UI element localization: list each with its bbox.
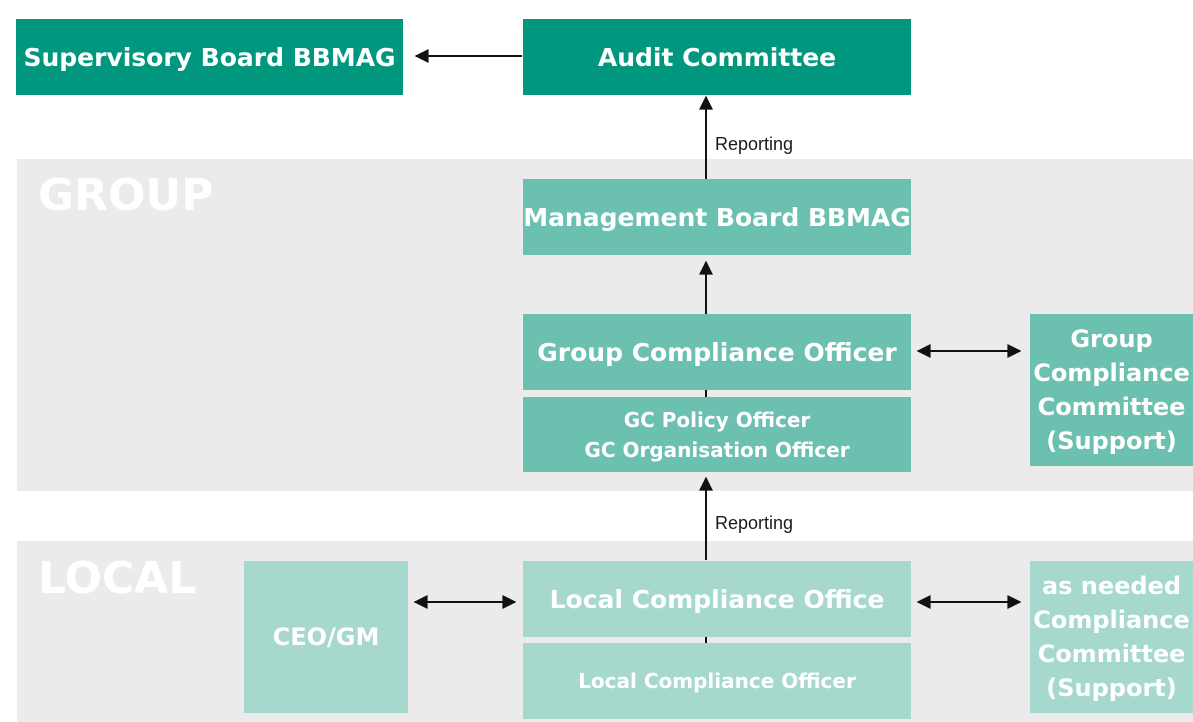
local-compliance-committee-line-4: (Support) xyxy=(1046,674,1177,702)
group-compliance-committee-line-1: Group xyxy=(1070,325,1153,353)
group-compliance-committee-box: Group Compliance Committee (Support) xyxy=(1030,314,1193,466)
local-compliance-officer-box: Local Compliance Officer xyxy=(523,643,911,719)
local-band-label: LOCAL xyxy=(38,553,197,604)
reporting-label-bottom: Reporting xyxy=(715,513,794,533)
ceo-gm-box: CEO/GM xyxy=(244,561,408,713)
audit-committee-box: Audit Committee xyxy=(523,19,911,95)
local-compliance-committee-box: as needed Compliance Committee (Support) xyxy=(1030,561,1193,713)
local-compliance-office-box: Local Compliance Office xyxy=(523,561,911,637)
group-compliance-officer-label: Group Compliance Officer xyxy=(537,337,897,367)
group-compliance-committee-line-2: Compliance xyxy=(1033,359,1190,387)
audit-committee-label: Audit Committee xyxy=(597,42,837,72)
group-compliance-officer-box: Group Compliance Officer xyxy=(523,314,911,390)
supervisory-board-box: Supervisory Board BBMAG xyxy=(16,19,403,95)
management-board-label: Management Board BBMAG xyxy=(523,202,911,232)
local-compliance-committee-line-1: as needed xyxy=(1041,572,1182,600)
management-board-box: Management Board BBMAG xyxy=(523,179,911,255)
gc-officers-box: GC Policy Officer GC Organisation Office… xyxy=(523,397,911,472)
gc-organisation-officer-label: GC Organisation Officer xyxy=(584,437,850,462)
supervisory-board-label: Supervisory Board BBMAG xyxy=(23,42,396,72)
group-band-label: GROUP xyxy=(38,170,214,221)
local-compliance-committee-line-3: Committee xyxy=(1037,640,1186,668)
local-compliance-officer-label: Local Compliance Officer xyxy=(578,669,856,693)
group-compliance-committee-line-3: Committee xyxy=(1037,393,1186,421)
gc-policy-officer-label: GC Policy Officer xyxy=(623,407,811,432)
local-compliance-committee-line-2: Compliance xyxy=(1033,606,1190,634)
local-compliance-office-label: Local Compliance Office xyxy=(549,584,885,614)
reporting-label-top: Reporting xyxy=(715,134,794,154)
group-compliance-committee-line-4: (Support) xyxy=(1046,427,1177,455)
ceo-gm-label: CEO/GM xyxy=(272,623,380,651)
